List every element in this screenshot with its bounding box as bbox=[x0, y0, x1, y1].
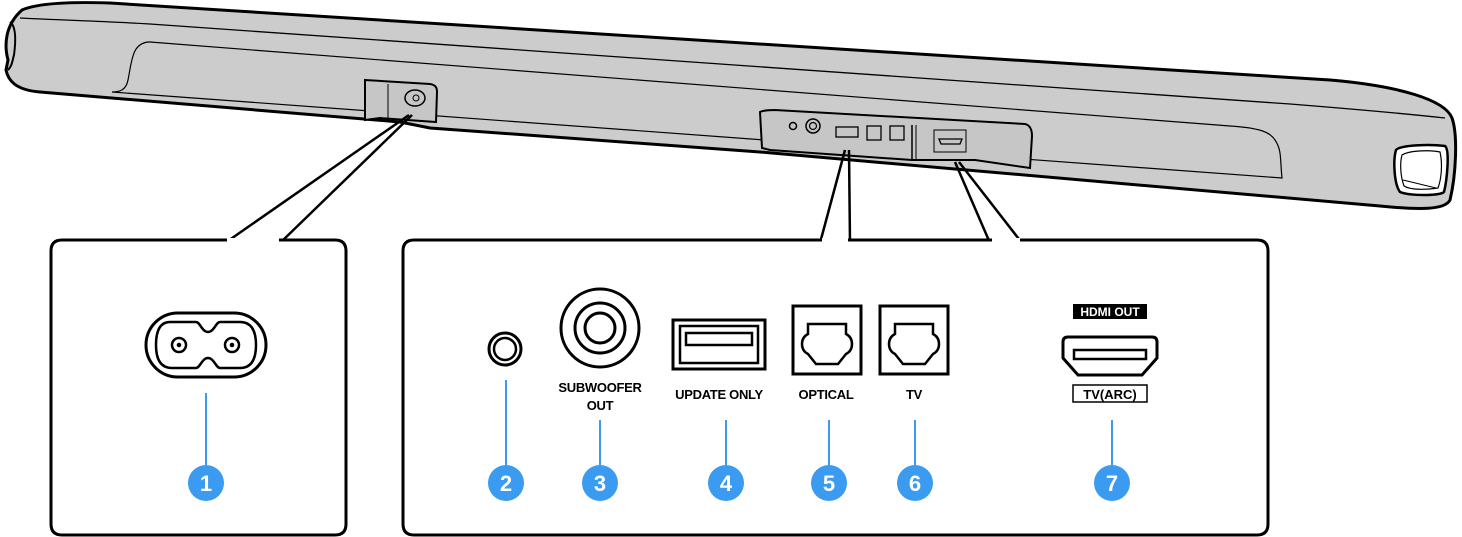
ac-power-inlet-icon bbox=[144, 311, 268, 379]
label-tv: TV bbox=[906, 387, 923, 402]
callout-number: 3 bbox=[594, 471, 606, 496]
soundbar-rear-panel bbox=[111, 41, 1283, 179]
label-tv-arc: TV(ARC) bbox=[1083, 387, 1136, 402]
callout-3: 3 bbox=[582, 420, 618, 501]
callout-badge bbox=[582, 465, 618, 501]
label-update-only: UPDATE ONLY bbox=[675, 387, 763, 402]
callout-number: 5 bbox=[823, 471, 835, 496]
connector-recess bbox=[758, 108, 1034, 170]
tv-arc-tag bbox=[1072, 384, 1148, 403]
callout-badge bbox=[1094, 465, 1130, 501]
mini-jack-icon bbox=[487, 331, 523, 367]
callout-number: 6 bbox=[909, 471, 921, 496]
callout-number: 7 bbox=[1106, 471, 1118, 496]
label-subwoofer-out-line2: OUT bbox=[587, 398, 614, 413]
hdmi-out-label: HDMI OUT bbox=[1080, 305, 1140, 319]
callout-number: 2 bbox=[500, 471, 512, 496]
connector-labels: SUBWOOFER OUT UPDATE ONLY OPTICAL TV TV(… bbox=[558, 380, 1136, 413]
power-detail-box bbox=[49, 238, 348, 537]
soundbar-body bbox=[4, 1, 1458, 210]
callout-1: 1 bbox=[188, 393, 224, 501]
callout-5: 5 bbox=[811, 420, 847, 501]
callout-6: 6 bbox=[897, 420, 933, 501]
bass-reflex-port bbox=[1393, 143, 1449, 197]
callout-number: 4 bbox=[720, 471, 733, 496]
label-optical: OPTICAL bbox=[799, 387, 854, 402]
usb-port-icon bbox=[671, 318, 767, 371]
optical-port-icon bbox=[791, 304, 863, 376]
callout-7: 7 bbox=[1094, 420, 1130, 501]
callout-badge bbox=[188, 465, 224, 501]
callout-markers: 1 2 3 4 5 6 7 bbox=[188, 380, 1130, 501]
callout-number: 1 bbox=[200, 471, 212, 496]
hdmi-out-tag bbox=[1073, 304, 1147, 319]
rca-jack-icon bbox=[559, 287, 641, 369]
callout-2: 2 bbox=[488, 380, 524, 501]
callout-badge bbox=[488, 465, 524, 501]
soundbar-top-ridge bbox=[19, 17, 1446, 119]
hdmi-port-icon: HDMI OUT bbox=[1061, 304, 1159, 403]
callout-badge bbox=[811, 465, 847, 501]
soundbar-shell bbox=[4, 1, 1458, 210]
callout-badge bbox=[708, 465, 744, 501]
label-subwoofer-out-line1: SUBWOOFER bbox=[558, 380, 642, 395]
power-recess bbox=[364, 78, 439, 124]
callout-4: 4 bbox=[708, 420, 744, 501]
callout-badge bbox=[897, 465, 933, 501]
optical-port-icon bbox=[878, 304, 950, 376]
soundbar-left-end bbox=[7, 21, 17, 71]
